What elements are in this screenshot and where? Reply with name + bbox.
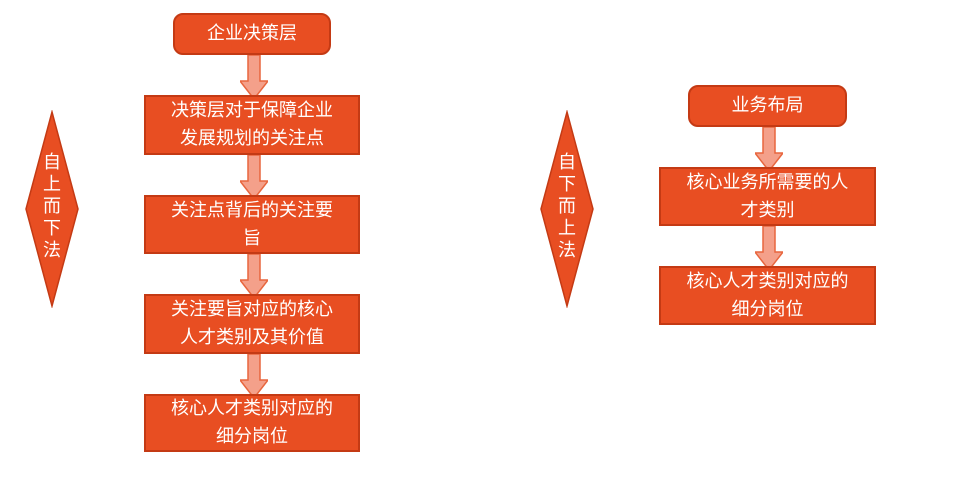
left-arrow-4 (240, 354, 268, 398)
right-step-1-business-layout: 业务布局 (688, 85, 847, 127)
left-step-2-decision-focus: 决策层对于保障企业 发展规划的关注点 (144, 95, 360, 155)
left-step-5-subdivided-positions: 核心人才类别对应的 细分岗位 (144, 394, 360, 452)
right-step-3-subdivided-positions: 核心人才类别对应的 细分岗位 (659, 266, 876, 325)
right-arrow-2 (755, 226, 783, 270)
left-step-3-focus-essentials: 关注点背后的关注要 旨 (144, 195, 360, 254)
left-step-4-core-talent-value: 关注要旨对应的核心 人才类别及其价值 (144, 294, 360, 354)
bottom-up-label: 自下而上法 (558, 152, 576, 261)
bottom-up-diamond (540, 110, 594, 308)
left-arrow-2 (240, 155, 268, 199)
top-down-label: 自上而下法 (43, 152, 61, 261)
top-down-diamond (25, 110, 79, 308)
right-step-2-talent-categories: 核心业务所需要的人 才类别 (659, 167, 876, 226)
left-step-1-enterprise-decision-layer: 企业决策层 (173, 13, 331, 55)
left-arrow-3 (240, 254, 268, 298)
right-arrow-1 (755, 127, 783, 171)
left-arrow-1 (240, 55, 268, 99)
